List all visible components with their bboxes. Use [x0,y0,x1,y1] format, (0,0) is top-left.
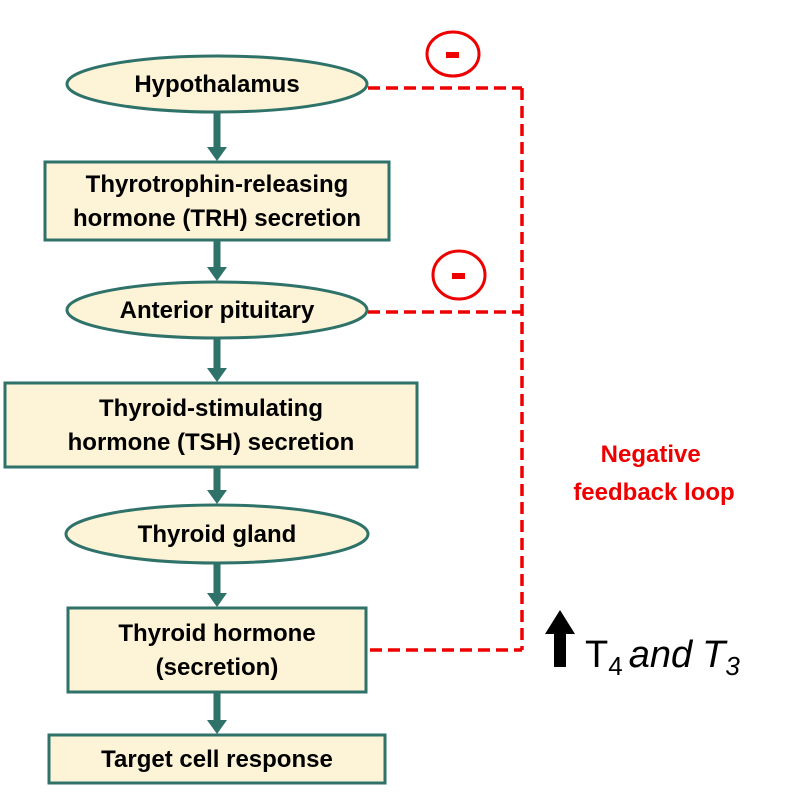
inhibit-symbol-hypothalamus [425,30,481,78]
node-thyroid-gland: Thyroid gland [64,503,370,565]
feedback-loop: Negative feedback loop [368,30,735,652]
box-shape [43,160,391,242]
node-label: Thyroid hormone(secretion) [118,620,315,681]
down-arrow-icon [207,241,227,281]
minus-icon [452,273,465,279]
node-hypothalamus: Hypothalamus [65,54,369,114]
minus-icon [446,52,459,58]
down-arrow-icon [207,113,227,161]
node-label: Thyroid gland [138,521,297,548]
node-label: Hypothalamus [134,71,299,98]
inhibit-symbol-pituitary [431,249,487,301]
down-arrow-icon [207,468,227,504]
box-shape [3,381,419,469]
down-arrow-icon [207,564,227,607]
ellipse-shape [65,54,369,114]
box-shape [66,606,368,694]
feedback-label: Negative feedback loop [573,441,734,506]
node-label: Target cell response [101,746,333,773]
down-arrow-icon [207,693,227,734]
flow-arrows [207,113,227,734]
node-target-cell: Target cell response [47,733,387,785]
box-shape [47,733,387,785]
ellipse-shape [65,280,369,340]
down-arrow-icon [207,339,227,382]
node-thyroid-hormone: Thyroid hormone(secretion) [66,606,368,694]
node-label: Anterior pituitary [120,297,315,324]
node-anterior-pituitary: Anterior pituitary [65,280,369,340]
ellipse-shape [64,503,370,565]
up-arrow-icon [545,610,575,667]
